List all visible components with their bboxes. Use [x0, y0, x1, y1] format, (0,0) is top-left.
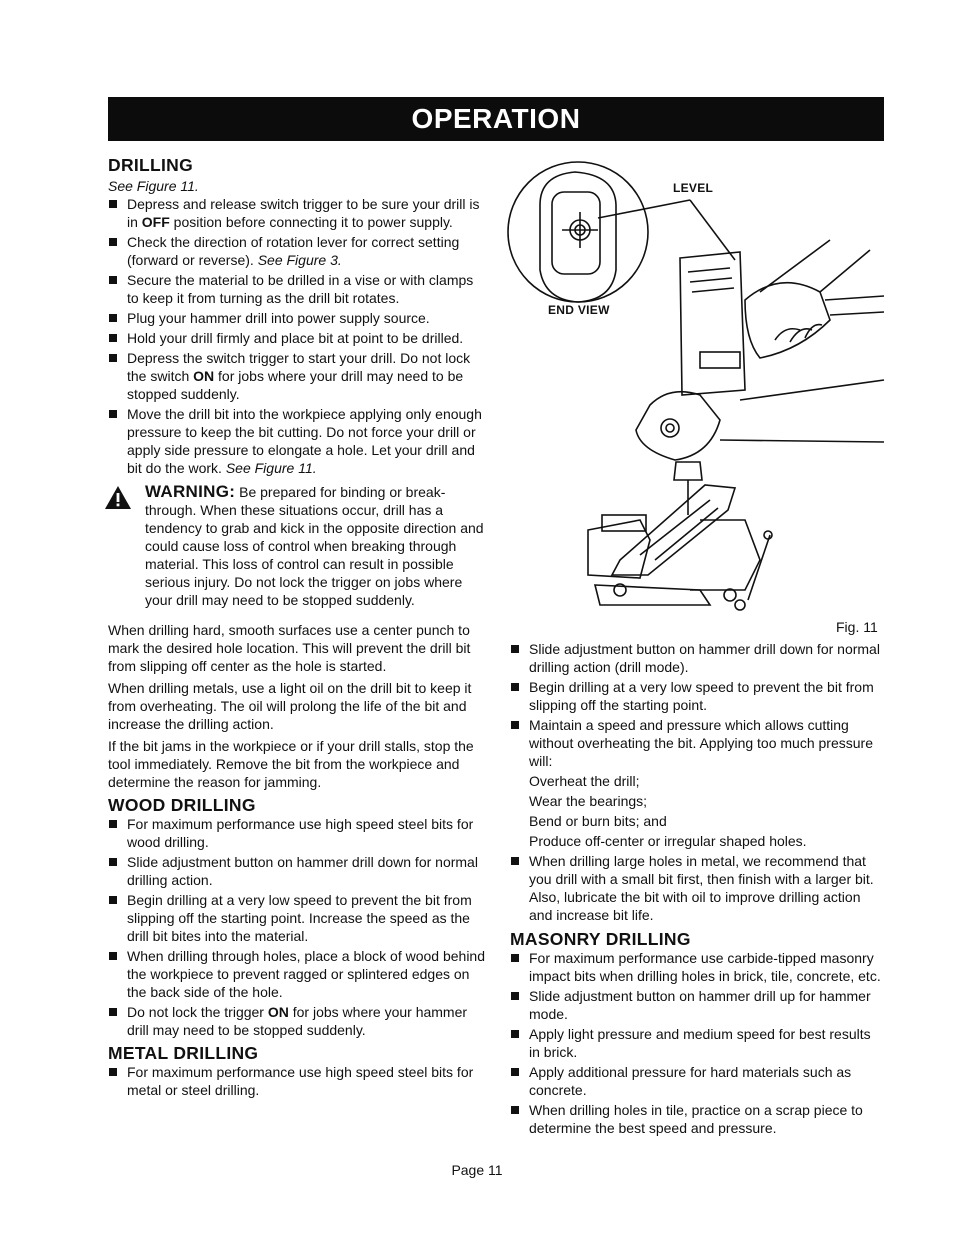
pressure-effect-item: Wear the bearings;	[529, 793, 648, 809]
bullet-item: Do not lock the trigger ON for jobs wher…	[108, 1003, 488, 1039]
section-banner: OPERATION	[108, 97, 884, 141]
pressure-effect-item: Bend or burn bits; and	[529, 813, 667, 829]
body-paragraph: When drilling hard, smooth surfaces use …	[108, 622, 471, 674]
drilling-bullets: Depress and release switch trigger to be…	[108, 195, 488, 477]
metal-drilling-heading: METAL DRILLING	[108, 1043, 259, 1063]
bullet-item: For maximum performance use high speed s…	[108, 815, 488, 851]
wood-drilling-bullets: For maximum performance use high speed s…	[108, 815, 488, 1039]
see-figure-note: See Figure 11.	[108, 178, 199, 194]
bullet-item: Plug your hammer drill into power supply…	[108, 309, 488, 327]
bullet-item: Apply light pressure and medium speed fo…	[510, 1025, 884, 1061]
level-label: LEVEL	[673, 181, 714, 195]
warning-text: Be prepared for binding or break-through…	[145, 484, 484, 608]
bullet-item: When drilling holes in tile, practice on…	[510, 1101, 884, 1137]
left-column: DRILLING See Figure 11. Depress and rele…	[105, 155, 488, 1101]
warning-triangle-icon	[105, 486, 131, 509]
bullet-item: Depress and release switch trigger to be…	[108, 195, 488, 231]
pressure-effects: Overheat the drill; Wear the bearings; Ben…	[510, 772, 884, 850]
bullet-item: Slide adjustment button on hammer drill …	[108, 853, 488, 889]
masonry-drilling-bullets: For maximum performance use carbide-tipp…	[510, 949, 884, 1137]
page-number: Page 11	[451, 1162, 503, 1178]
body-paragraph: If the bit jams in the workpiece or if y…	[108, 738, 474, 790]
pressure-effect-item: Produce off-center or irregular shaped h…	[529, 833, 807, 849]
bullet-item: For maximum performance use carbide-tipp…	[510, 949, 884, 985]
end-view-circle	[507, 161, 649, 303]
pressure-effect-item: Overheat the drill;	[529, 773, 640, 789]
masonry-drilling-heading: MASONRY DRILLING	[510, 929, 691, 949]
wood-drilling-heading: WOOD DRILLING	[108, 795, 256, 815]
bullet-item: Maintain a speed and pressure which allo…	[510, 716, 884, 770]
bullet-item: Begin drilling at a very low speed to pr…	[108, 891, 488, 945]
figure-caption: Fig. 11	[836, 619, 878, 635]
bullet-item: Check the direction of rotation lever fo…	[108, 233, 488, 269]
bullet-item: Begin drilling at a very low speed to pr…	[510, 678, 884, 714]
bullet-item: When drilling through holes, place a blo…	[108, 947, 488, 1001]
bullet-item: Slide adjustment button on hammer drill …	[510, 987, 884, 1023]
bullet-item: Hold your drill firmly and place bit at …	[108, 329, 488, 347]
bullet-item: Depress the switch trigger to start your…	[108, 349, 488, 403]
drilling-heading: DRILLING	[108, 155, 194, 175]
metal-drilling-bullets-more: When drilling large holes in metal, we r…	[510, 852, 884, 924]
bullet-item: Move the drill bit into the workpiece ap…	[108, 405, 488, 477]
bullet-item: For maximum performance use high speed s…	[108, 1063, 488, 1099]
body-paragraph: When drilling metals, use a light oil on…	[108, 680, 472, 732]
warning-block: WARNING: Be prepared for binding or brea…	[105, 482, 488, 609]
bullet-item: Secure the material to be drilled in a v…	[108, 271, 488, 307]
end-view-label: END VIEW	[548, 303, 610, 317]
drilling-paragraphs: When drilling hard, smooth surfaces use …	[108, 621, 488, 791]
bullet-item: Slide adjustment button on hammer drill …	[510, 640, 884, 676]
metal-drilling-bullets-right: Slide adjustment button on hammer drill …	[510, 640, 884, 770]
bullet-item: Apply additional pressure for hard mater…	[510, 1063, 884, 1099]
warning-label: WARNING:	[145, 482, 236, 501]
right-column: Slide adjustment button on hammer drill …	[510, 640, 884, 1139]
bullet-item: When drilling large holes in metal, we r…	[510, 852, 884, 924]
metal-drilling-bullets-left: For maximum performance use high speed s…	[108, 1063, 488, 1099]
